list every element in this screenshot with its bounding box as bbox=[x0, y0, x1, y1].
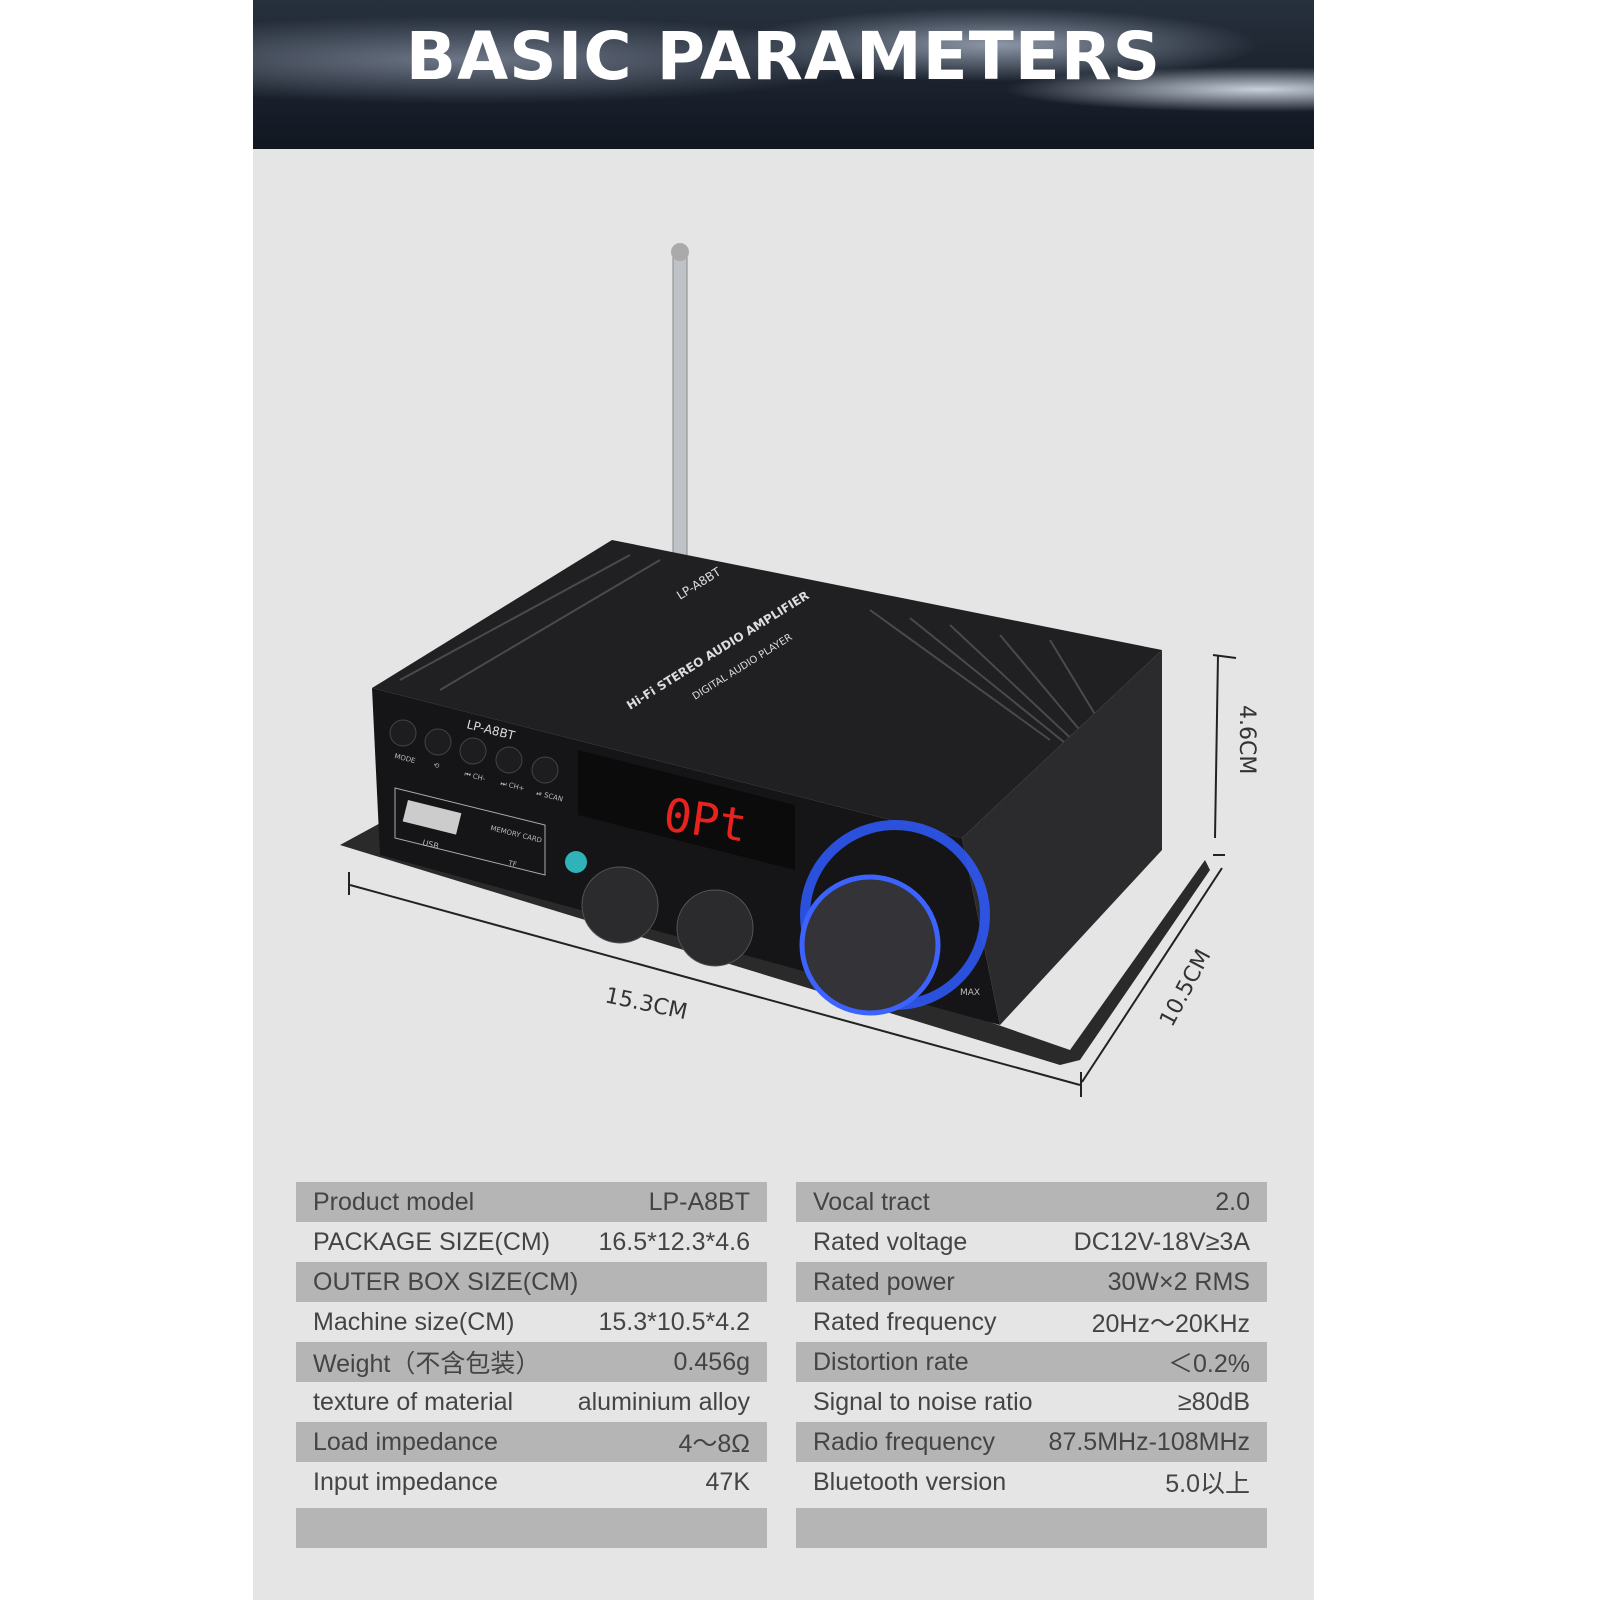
spec-value: ＜0.2% bbox=[1168, 1350, 1250, 1378]
spec-label: texture of material bbox=[313, 1387, 514, 1416]
spec-row: Bluetooth version 5.0以上 bbox=[796, 1462, 1267, 1502]
dimension-lines bbox=[348, 654, 1237, 1097]
spec-row: Distortion rate ＜0.2% bbox=[796, 1342, 1267, 1382]
spec-label: Rated frequency bbox=[813, 1307, 997, 1336]
play-scan-button bbox=[531, 756, 559, 784]
spec-row: Input impedance 47K bbox=[296, 1462, 767, 1502]
spec-label: Signal to noise ratio bbox=[813, 1387, 1033, 1416]
aux-jack bbox=[565, 851, 587, 873]
spec-table-left: Product model LP-A8BT PACKAGE SIZE(CM) 16.… bbox=[296, 1182, 767, 1548]
spec-label: Vocal tract bbox=[813, 1187, 930, 1216]
antenna-tip bbox=[671, 243, 689, 261]
spec-value: 16.5*12.3*4.6 bbox=[598, 1227, 750, 1256]
header-banner: BASIC PARAMETERS bbox=[253, 0, 1314, 149]
spec-row: Rated frequency 20Hz～20KHz bbox=[796, 1302, 1267, 1342]
spec-label: OUTER BOX SIZE(CM) bbox=[313, 1267, 579, 1296]
usb-label: USB bbox=[422, 838, 440, 851]
spec-value: 4～8Ω bbox=[678, 1430, 751, 1458]
spec-row: Product model LP-A8BT bbox=[296, 1182, 767, 1222]
mode-button bbox=[389, 719, 417, 747]
prev-channel-button bbox=[459, 737, 487, 765]
led-display bbox=[578, 750, 795, 870]
antenna bbox=[672, 257, 688, 559]
bass-knob bbox=[676, 889, 754, 967]
side-panel bbox=[962, 650, 1162, 1025]
spec-value: aluminium alloy bbox=[577, 1387, 750, 1416]
usb-port bbox=[402, 800, 462, 835]
spec-row: PACKAGE SIZE(CM) 16.5*12.3*4.6 bbox=[296, 1222, 767, 1262]
spec-row: Rated power 30W×2 RMS bbox=[796, 1262, 1267, 1302]
spec-label: Machine size(CM) bbox=[313, 1307, 515, 1336]
spec-label: Product model bbox=[313, 1187, 475, 1216]
spec-label: Distortion rate bbox=[813, 1347, 969, 1376]
spec-value: 87.5MHz-108MHz bbox=[1048, 1427, 1250, 1456]
width-dimension-label: 15.3CM bbox=[603, 983, 690, 1025]
spec-row-empty bbox=[796, 1508, 1267, 1548]
spec-value: 2.0 bbox=[1215, 1187, 1250, 1216]
spec-table-right: Vocal tract 2.0 Rated voltage DC12V-18V≥3A… bbox=[796, 1182, 1267, 1548]
spec-label: Load impedance bbox=[313, 1427, 498, 1456]
spec-row: OUTER BOX SIZE(CM) bbox=[296, 1262, 767, 1302]
page-title: BASIC PARAMETERS bbox=[405, 18, 1162, 95]
spec-label: Bluetooth version bbox=[813, 1467, 1007, 1496]
spec-value: DC12V-18V≥3A bbox=[1073, 1227, 1250, 1256]
spec-row: Rated voltage DC12V-18V≥3A bbox=[796, 1222, 1267, 1262]
depth-dimension-label: 10.5CM bbox=[1155, 946, 1216, 1031]
spec-value: ≥80dB bbox=[1177, 1387, 1250, 1416]
spec-value: 15.3*10.5*4.2 bbox=[598, 1307, 750, 1336]
spec-row: Weight（不含包装） 0.456g bbox=[296, 1342, 767, 1382]
repeat-button bbox=[424, 728, 452, 756]
spec-row: texture of material aluminium alloy bbox=[296, 1382, 767, 1422]
height-dimension-label: 4.6CM bbox=[1234, 705, 1259, 774]
spec-row: Radio frequency 87.5MHz-108MHz bbox=[796, 1422, 1267, 1462]
spec-label: Input impedance bbox=[313, 1467, 498, 1496]
spec-value: LP-A8BT bbox=[648, 1187, 750, 1216]
spec-value: 5.0以上 bbox=[1165, 1470, 1250, 1498]
volume-max-label: MAX bbox=[960, 988, 980, 998]
spec-value: 30W×2 RMS bbox=[1107, 1267, 1250, 1296]
spec-label: Rated voltage bbox=[813, 1227, 968, 1256]
spec-row: Vocal tract 2.0 bbox=[796, 1182, 1267, 1222]
spec-value: 47K bbox=[705, 1467, 750, 1496]
spec-label: Rated power bbox=[813, 1267, 955, 1296]
next-channel-button bbox=[495, 746, 523, 774]
spec-row: Load impedance 4～8Ω bbox=[296, 1422, 767, 1462]
spec-row-empty bbox=[296, 1508, 767, 1548]
amplifier-product-image: LP-A8BT Hi-Fi STEREO AUDIO AMPLIFIER DIG… bbox=[340, 243, 1259, 1097]
spec-value: 20Hz～20KHz bbox=[1091, 1310, 1250, 1338]
spec-row: Machine size(CM) 15.3*10.5*4.2 bbox=[296, 1302, 767, 1342]
spec-row: Signal to noise ratio ≥80dB bbox=[796, 1382, 1267, 1422]
spec-value: 0.456g bbox=[673, 1347, 750, 1376]
tf-label: TF bbox=[507, 859, 518, 869]
display-readout: 0Pt bbox=[660, 787, 750, 852]
spec-label: Radio frequency bbox=[813, 1427, 996, 1456]
spec-label: Weight（不含包装） bbox=[313, 1350, 541, 1378]
repeat-button-label: ⟲ bbox=[433, 761, 441, 770]
volume-knob bbox=[799, 874, 941, 1016]
treble-knob bbox=[581, 866, 659, 944]
spec-label: PACKAGE SIZE(CM) bbox=[313, 1227, 551, 1256]
usb-card-slot-panel bbox=[394, 787, 546, 876]
